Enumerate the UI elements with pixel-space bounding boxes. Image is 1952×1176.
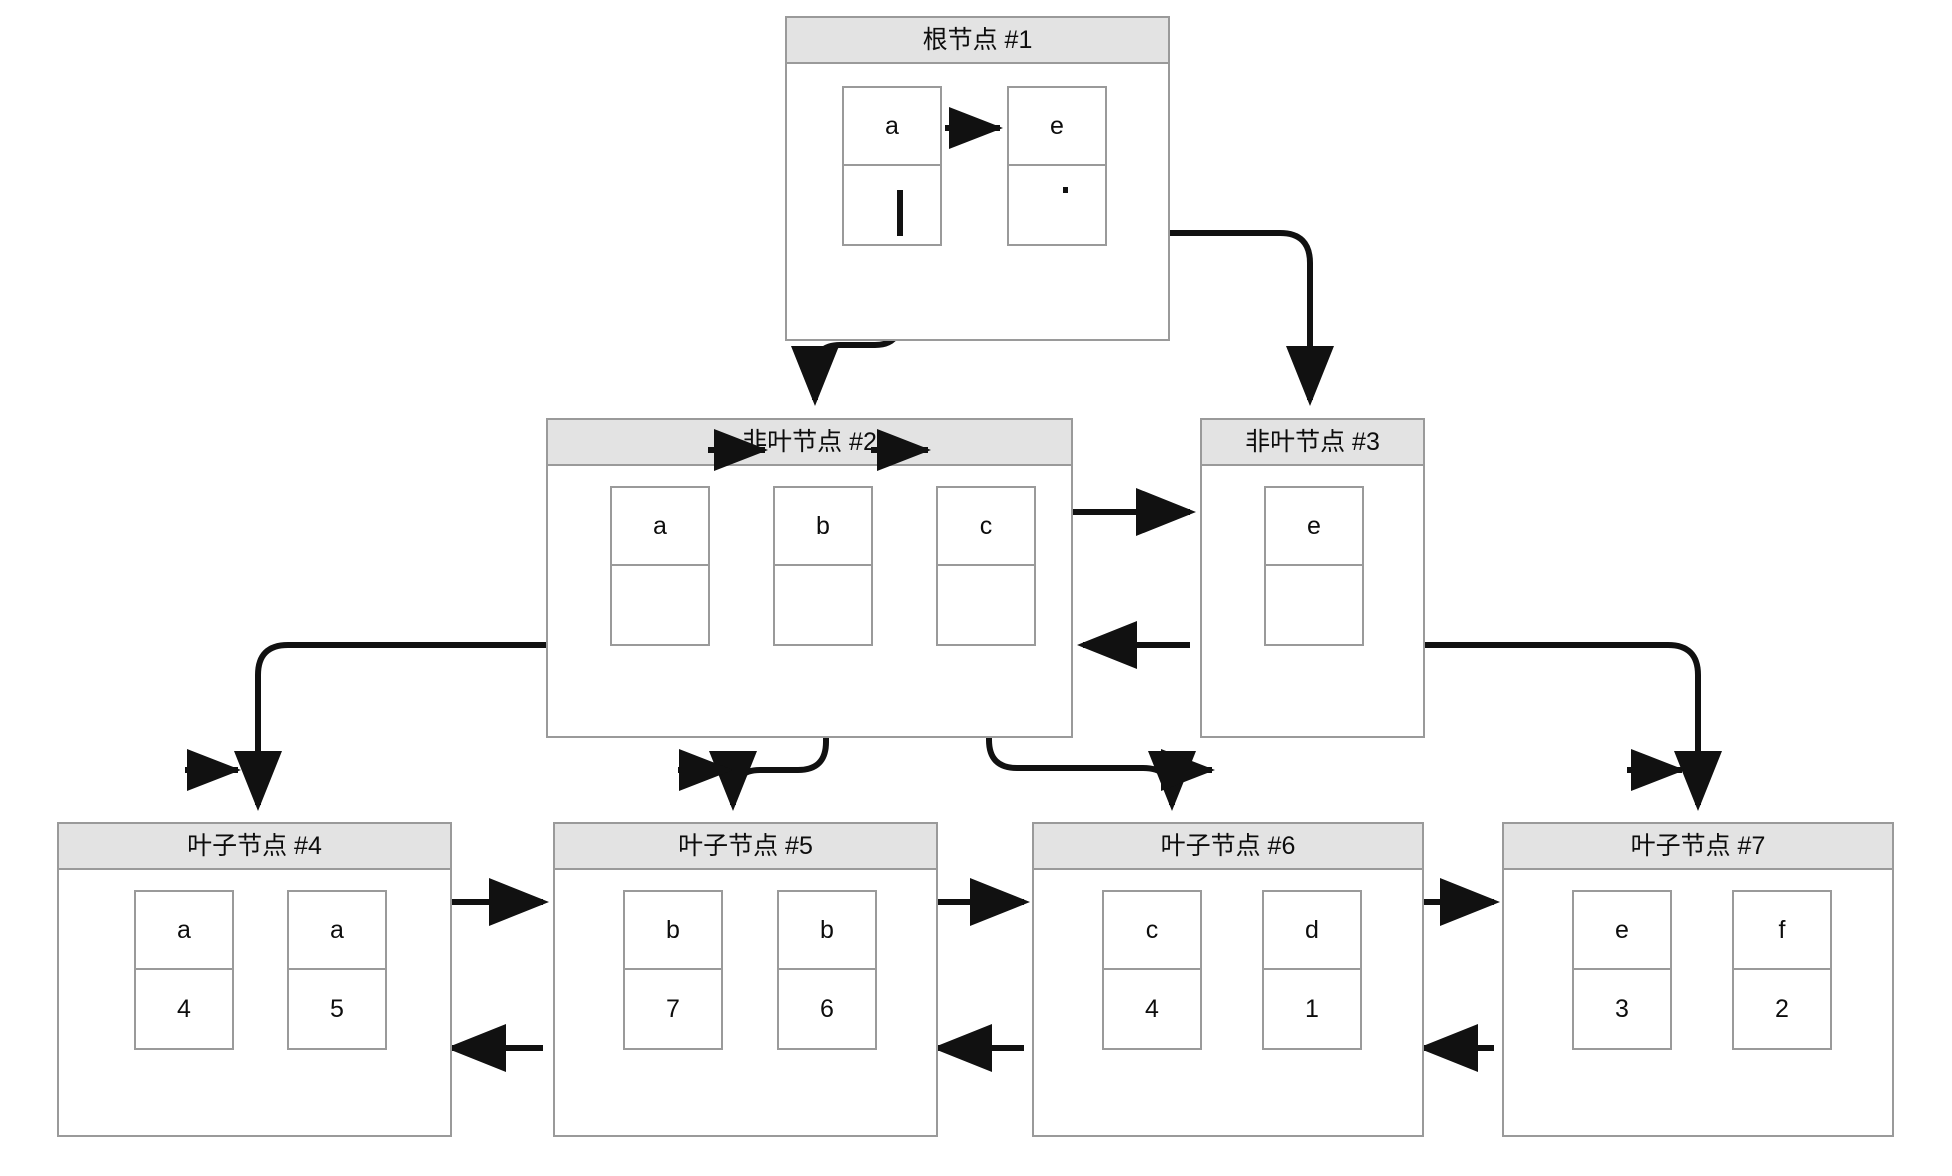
root-node-1-cell-0-value (842, 166, 942, 246)
leaf-node-5-cell-1-key: b (777, 890, 877, 970)
leaf-node-6-cell-1-value: 1 (1262, 970, 1362, 1050)
leaf-node-4-cell-0-value: 4 (134, 970, 234, 1050)
edge-root-e-to-node3 (1065, 230, 1334, 406)
leaf-node-7-title: 叶子节点 #7 (1504, 824, 1892, 870)
leaf-node-5-title: 叶子节点 #5 (555, 824, 936, 870)
root-node-1-cell-0[interactable]: a (842, 86, 942, 246)
leaf-node-6-cell-0-key: c (1102, 890, 1202, 970)
leaf-node-4-cell-1-key: a (287, 890, 387, 970)
internal-node-3-cell-0-value (1264, 566, 1364, 646)
root-node-1-cell-0-key: a (842, 86, 942, 166)
leaf-node-7-cell-1-key: f (1732, 890, 1832, 970)
edge-node3-e-to-leaf7 (1310, 642, 1722, 811)
internal-node-2-cell-2-value (936, 566, 1036, 646)
internal-node-3-title: 非叶节点 #3 (1202, 420, 1423, 466)
root-node-1-cell-1-key: e (1007, 86, 1107, 166)
leaf-node-6-title: 叶子节点 #6 (1034, 824, 1422, 870)
internal-node-2-cell-1[interactable]: b (773, 486, 873, 646)
leaf-node-4-cell-1-value: 5 (287, 970, 387, 1050)
internal-node-2-cell-0[interactable]: a (610, 486, 710, 646)
internal-node-2-cell-1-key: b (773, 486, 873, 566)
internal-node-2-cell-2[interactable]: c (936, 486, 1036, 646)
edge-node2-b-to-leaf5 (709, 645, 829, 811)
leaf-node-5-cell-1-value: 6 (777, 970, 877, 1050)
leaf-node-4-cell-0-key: a (134, 890, 234, 970)
leaf-node-5-cell-0-value: 7 (623, 970, 723, 1050)
leaf-node-7-cell-1-value: 2 (1732, 970, 1832, 1050)
internal-node-3-cell-0[interactable]: e (1264, 486, 1364, 646)
leaf-node-4-title: 叶子节点 #4 (59, 824, 450, 870)
internal-node-3[interactable]: 非叶节点 #3 e (1200, 418, 1425, 738)
leaf-node-7-cell-0-key: e (1572, 890, 1672, 970)
edge-node2-a-to-leaf4 (234, 642, 663, 811)
root-node-1-cell-1[interactable]: e (1007, 86, 1107, 246)
internal-node-2-cell-0-value (610, 566, 710, 646)
root-node-1-cell-1-value (1007, 166, 1107, 246)
root-node-1-title: 根节点 #1 (787, 18, 1168, 64)
leaf-node-5-cell-0-key: b (623, 890, 723, 970)
internal-node-3-body: e (1202, 466, 1423, 738)
internal-node-3-cell-0-key: e (1264, 486, 1364, 566)
internal-node-2-cell-0-key: a (610, 486, 710, 566)
internal-node-2-title: 非叶节点 #2 (548, 420, 1071, 466)
leaf-node-6-cell-1-key: d (1262, 890, 1362, 970)
internal-node-2-cell-1-value (773, 566, 873, 646)
leaf-node-7-cell-0-value: 3 (1572, 970, 1672, 1050)
leaf-node-6-cell-0-value: 4 (1102, 970, 1202, 1050)
internal-node-2-cell-2-key: c (936, 486, 1036, 566)
